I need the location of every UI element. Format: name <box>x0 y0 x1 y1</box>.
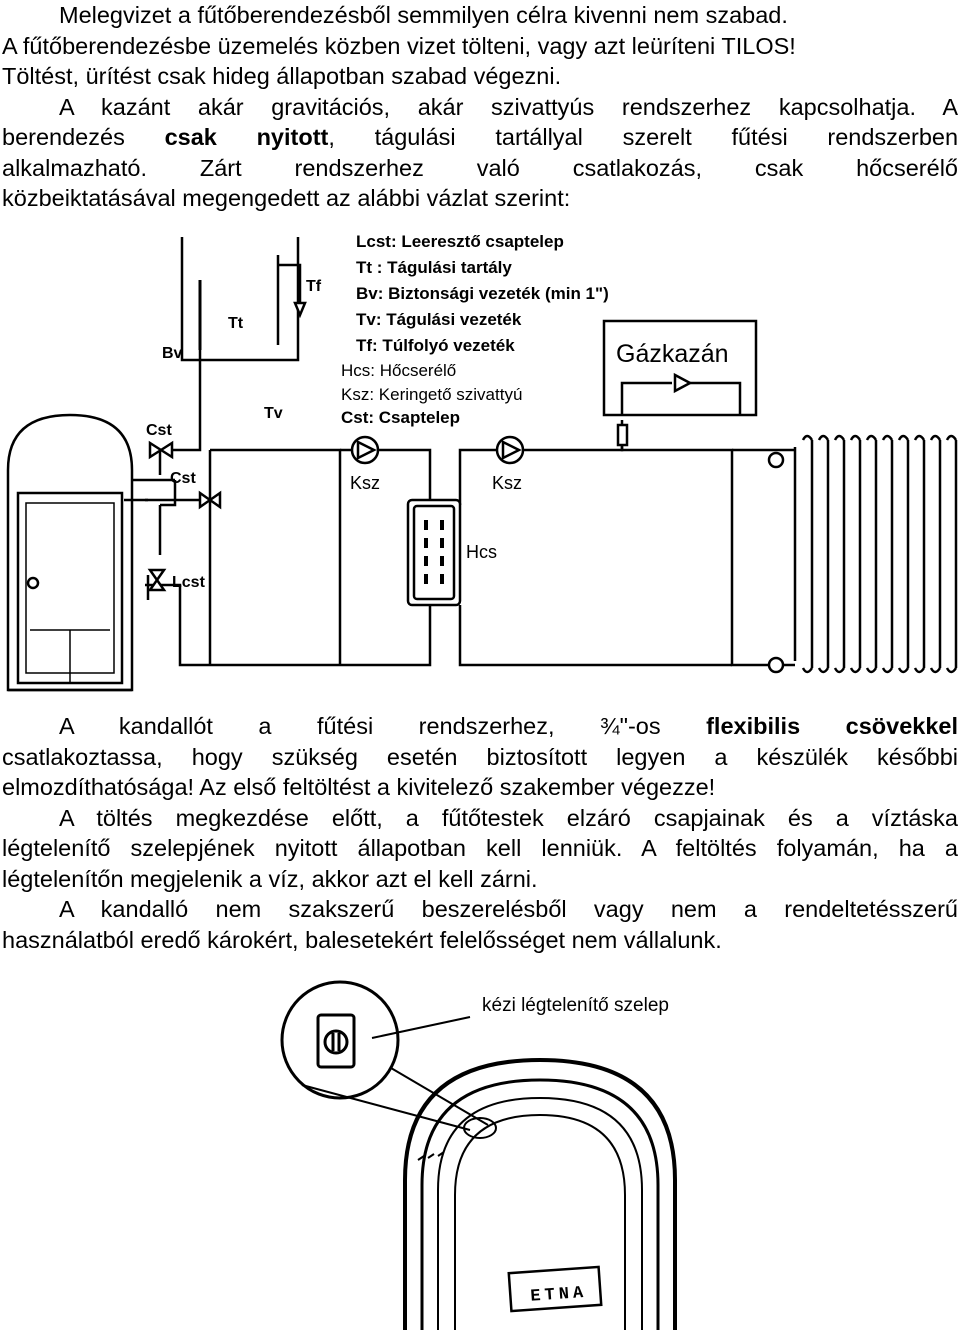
heating-system-diagram: Lcst: Leeresztő csaptelep Tt : Tágulási … <box>6 232 958 692</box>
label-tt: Tt <box>228 315 244 332</box>
overflow-pipe <box>278 263 302 307</box>
text-line: elmozdíthatósága! Az első feltöltést a k… <box>2 774 716 800</box>
bold-fragment: flexibilis csövekkel <box>706 713 959 739</box>
text-line: A kazánt akár gravitációs, akár szivatty… <box>59 93 958 120</box>
bold-fragment: csak <box>164 124 217 150</box>
valve-cst-1 <box>148 440 174 460</box>
text-line: berendezés csak nyitott, tágulási tartál… <box>2 122 958 153</box>
text-line: használatból eredő károkért, balesetekér… <box>2 926 722 953</box>
text-line: A kandalló nem szakszerű beszerelésből v… <box>59 896 958 922</box>
text-line: Töltést, ürítést csak hideg állapotban s… <box>2 63 562 89</box>
valve-cst-2 <box>198 490 222 510</box>
text-line: A töltés megkezdése előtt, a fűtőtestek … <box>59 804 958 831</box>
label-ksz-2: Ksz <box>492 473 522 493</box>
intro-paragraph: Melegvizet a fűtőberendezésből semmilyen… <box>2 0 958 214</box>
label-cst-2: Cst <box>170 470 196 487</box>
diagram-legend: Lcst: Leeresztő csaptelep Tt : Tágulási … <box>341 232 609 427</box>
expansion-tank <box>180 237 300 362</box>
legend-item: Lcst: Leeresztő csaptelep <box>356 232 564 251</box>
boiler-label: Gázkazán <box>616 340 729 368</box>
valve-lcst <box>147 568 167 592</box>
legend-item: Cst: Csaptelep <box>341 408 460 427</box>
label-tv: Tv <box>264 405 283 422</box>
label-lcst: Lcst <box>172 574 206 591</box>
legend-item: Hcs: Hőcserélő <box>341 361 456 380</box>
text-line: közbeiktatásával megengedett az alábbi v… <box>2 185 571 211</box>
text-line: légtelenítő szelepjének nyitott állapotb… <box>2 835 958 861</box>
text-line: A fűtőberendezésbe üzemelés közben vizet… <box>2 32 796 59</box>
fireplace-figure: kézi légtelenítő szelep ETNA <box>280 980 677 1330</box>
fireplace-unit <box>6 413 148 692</box>
radiator <box>767 434 958 674</box>
label-tf: Tf <box>306 278 322 295</box>
text-line: légtelenítőn megjelenik a víz, akkor azt… <box>2 865 538 892</box>
bleed-valve-icon <box>323 1029 349 1055</box>
label-ksz-1: Ksz <box>350 473 380 493</box>
text-fragment: , tágulási tartállyal szerelt fűtési ren… <box>328 124 959 150</box>
bleed-valve-housing <box>316 1013 356 1069</box>
brand-label: ETNA <box>530 1284 588 1307</box>
legend-item: Tv: Tágulási vezeték <box>356 310 522 329</box>
text-fragment: ¾"-os <box>600 713 661 739</box>
legend-item: Ksz: Keringető szivattyú <box>341 385 522 404</box>
label-bv: Bv <box>162 345 183 362</box>
text-line: alkalmazható. Zárt rendszerhez való csat… <box>2 154 958 181</box>
callout-label: kézi légtelenítő szelep <box>482 995 669 1016</box>
label-cst-1: Cst <box>146 422 172 439</box>
bold-fragment: nyitott <box>256 124 329 150</box>
legend-item: Tf: Túlfolyó vezeték <box>356 336 515 355</box>
legend-item: Tt : Tágulási tartály <box>356 258 512 277</box>
text-fragment: berendezés <box>2 124 125 150</box>
label-hcs: Hcs <box>466 542 497 562</box>
legend-item: Bv: Biztonsági vezeték (min 1") <box>356 284 609 303</box>
heat-exchanger <box>406 498 462 607</box>
gas-boiler-box <box>602 319 758 417</box>
text-fragment: A kandallót a fűtési rendszerhez, <box>59 713 555 739</box>
installation-paragraph: A kandallót a fűtési rendszerhez, ¾"-os … <box>2 711 958 955</box>
text-line: Melegvizet a fűtőberendezésből semmilyen… <box>59 2 788 28</box>
text-line: csatlakoztassa, hogy szükség esetén bizt… <box>2 743 958 770</box>
text-line: A kandallót a fűtési rendszerhez, ¾"-os … <box>2 711 958 742</box>
